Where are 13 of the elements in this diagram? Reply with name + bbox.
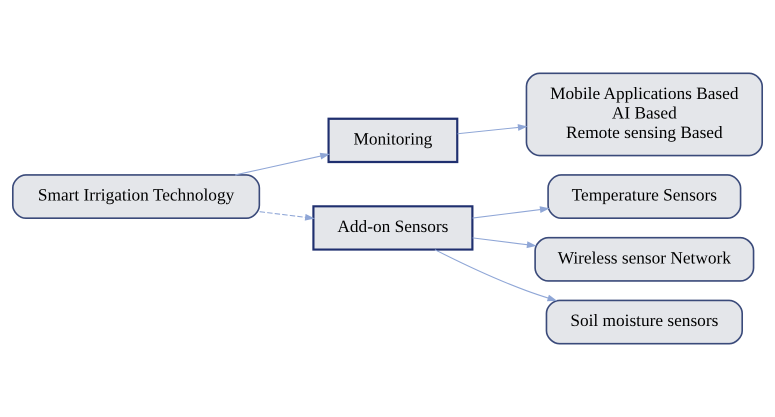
arrow	[235, 152, 330, 176]
node-box: Mobile Applications Based AI Based Remote sensing Based	[526, 72, 764, 156]
arrow	[457, 124, 528, 134]
arrow	[260, 211, 315, 221]
node-box: Monitoring	[327, 118, 458, 164]
node-box: Smart Irrigation Technology	[12, 174, 260, 220]
arrow	[434, 249, 558, 302]
node-box: Temperature Sensors	[547, 174, 742, 220]
node-box: Wireless sensor Network	[534, 236, 754, 282]
arrow	[472, 237, 537, 248]
node-box: Soil moisture sensors	[546, 300, 743, 344]
arrow	[472, 206, 550, 219]
node-box: Add-on Sensors	[312, 205, 474, 251]
